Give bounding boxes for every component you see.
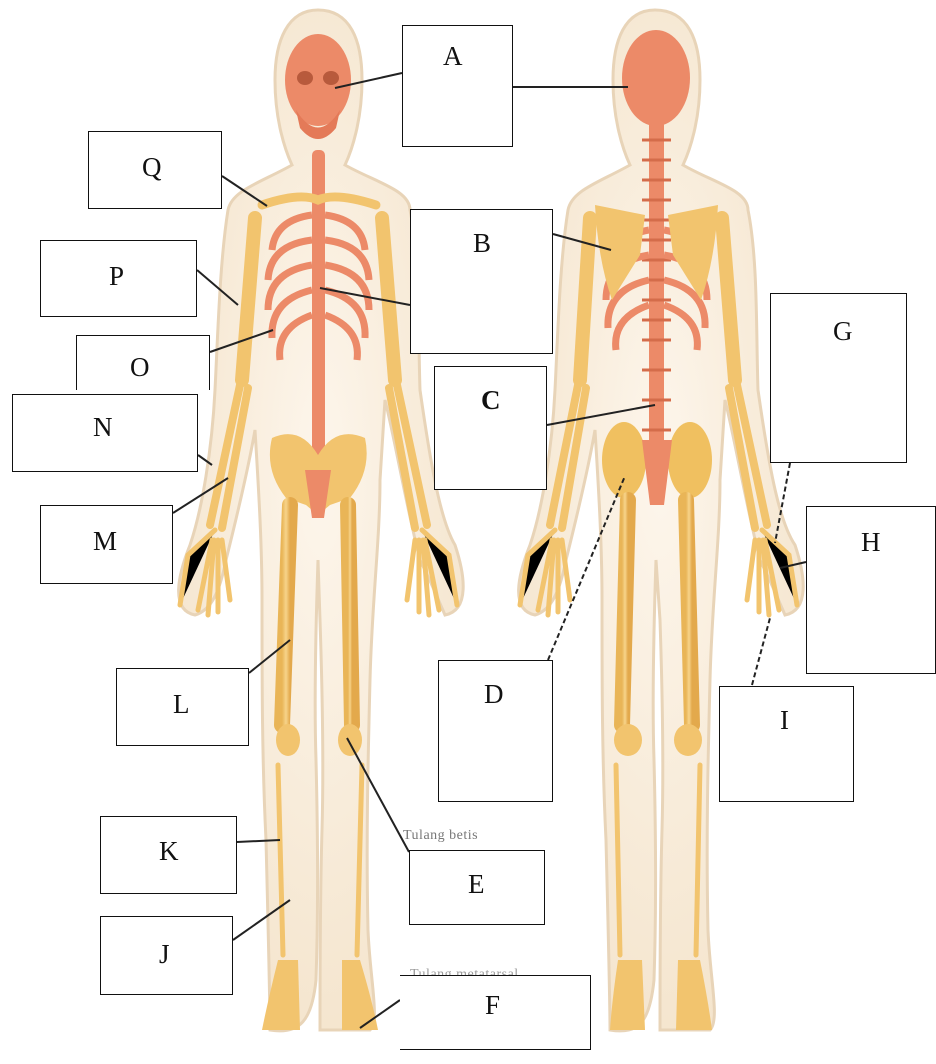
label-box-Q[interactable]: Q	[88, 131, 222, 209]
label-Q: Q	[142, 152, 162, 183]
label-box-A[interactable]: A	[402, 25, 513, 147]
back-left-femur	[622, 500, 628, 725]
back-figure	[519, 10, 804, 1031]
label-J: J	[159, 939, 170, 970]
label-box-M[interactable]: M	[40, 505, 173, 584]
label-B: B	[473, 228, 491, 259]
back-right-femur	[686, 500, 692, 725]
label-box-H[interactable]: H	[806, 506, 936, 674]
label-box-N[interactable]: N	[12, 394, 198, 472]
back-right-knee	[674, 724, 702, 756]
label-K: K	[159, 836, 179, 867]
label-box-D[interactable]: D	[438, 660, 553, 802]
label-box-B[interactable]: B	[410, 209, 553, 354]
label-E: E	[468, 869, 485, 900]
front-orbit-left	[297, 71, 313, 85]
label-box-J[interactable]: J	[100, 916, 233, 995]
label-box-F[interactable]: F	[400, 975, 591, 1050]
faint-text-tulang-betis: Tulang betis	[403, 828, 478, 844]
leader-I	[752, 618, 770, 685]
label-L: L	[173, 689, 190, 720]
label-box-E[interactable]: E	[409, 850, 545, 925]
label-C: C	[481, 385, 501, 416]
front-right-femur	[348, 505, 352, 725]
front-skull	[285, 34, 351, 126]
label-H: H	[861, 527, 881, 558]
label-I: I	[780, 705, 789, 736]
front-left-femur	[282, 505, 290, 725]
label-G: G	[833, 316, 853, 347]
label-A: A	[443, 41, 463, 72]
label-box-K[interactable]: K	[100, 816, 237, 894]
label-M: M	[93, 526, 117, 557]
back-left-knee	[614, 724, 642, 756]
label-O: O	[130, 352, 150, 383]
label-N: N	[93, 412, 113, 443]
label-box-I[interactable]: I	[719, 686, 854, 802]
label-box-O[interactable]: O	[76, 335, 210, 390]
back-skull	[622, 30, 690, 126]
label-P: P	[109, 261, 124, 292]
back-left-ilium	[602, 422, 646, 498]
label-D: D	[484, 679, 504, 710]
label-box-C[interactable]: C	[434, 366, 547, 490]
front-sternum	[312, 210, 325, 325]
front-right-patella	[338, 724, 362, 756]
front-clavicles	[262, 197, 376, 205]
front-left-patella	[276, 724, 300, 756]
label-F: F	[485, 990, 500, 1021]
back-right-ilium	[668, 422, 712, 498]
front-orbit-right	[323, 71, 339, 85]
label-box-G[interactable]: G	[770, 293, 907, 463]
label-box-P[interactable]: P	[40, 240, 197, 317]
label-box-L[interactable]: L	[116, 668, 249, 746]
